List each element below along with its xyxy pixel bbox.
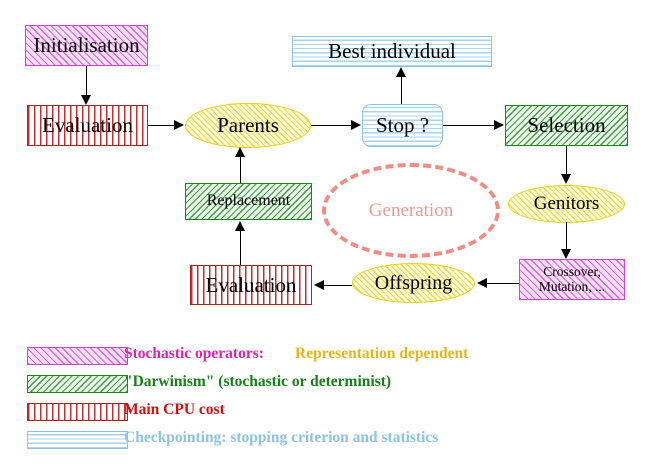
node-evaluation-top[interactable]: Evaluation xyxy=(27,105,148,146)
legend-label-darwinism: "Darwinism" (stochastic or determinist) xyxy=(124,373,392,390)
edge-genitors-to-crossover xyxy=(566,222,568,249)
edge-init-to-eval-arrowhead xyxy=(81,95,91,105)
node-stop-label: Stop ? xyxy=(375,113,430,138)
edge-stop-to-best-arrowhead xyxy=(396,67,406,77)
node-parents-label: Parents xyxy=(217,113,279,138)
node-genitors-label: Genitors xyxy=(533,193,600,215)
node-evaluation-top-label: Evaluation xyxy=(42,113,133,138)
node-crossover-line2: Mutation, ... xyxy=(538,278,606,294)
edge-eval-to-replacement-arrowhead xyxy=(235,221,245,231)
node-stop[interactable]: Stop ? xyxy=(362,104,443,147)
edge-parents-to-stop xyxy=(311,125,352,127)
edge-genitors-to-crossover-arrowhead xyxy=(561,249,571,259)
legend-swatch-darwinism xyxy=(27,375,128,393)
node-generation: Generation xyxy=(322,163,500,258)
node-initialisation-label: Initialisation xyxy=(33,33,140,58)
node-evaluation-bottom-label: Evaluation xyxy=(205,272,297,297)
edge-selection-to-genitors xyxy=(566,146,568,175)
edge-stop-to-best xyxy=(401,76,403,104)
node-generation-label: Generation xyxy=(368,199,454,221)
node-selection[interactable]: Selection xyxy=(505,105,628,146)
legend-label-cpu-cost: Main CPU cost xyxy=(124,401,225,418)
edge-stop-to-selection-arrowhead xyxy=(494,120,504,130)
node-crossover-mutation[interactable]: Crossover, Mutation, ... xyxy=(519,259,625,300)
edge-stop-to-selection xyxy=(443,125,494,127)
node-replacement[interactable]: Replacement xyxy=(185,183,312,220)
edge-crossover-to-offspring-arrowhead xyxy=(477,278,487,288)
edge-offspring-to-eval xyxy=(324,285,352,287)
edge-selection-to-genitors-arrowhead xyxy=(561,174,571,184)
node-genitors[interactable]: Genitors xyxy=(508,185,625,223)
legend-label-checkpointing: Checkpointing: stopping criterion and st… xyxy=(124,429,439,446)
edge-eval-to-parents-arrowhead xyxy=(174,120,184,130)
legend-label-stochastic: Stochastic operators: xyxy=(124,345,264,362)
edge-parents-to-stop-arrowhead xyxy=(351,120,361,130)
node-parents[interactable]: Parents xyxy=(185,103,311,148)
edge-crossover-to-offspring xyxy=(487,283,519,285)
node-best-individual[interactable]: Best individual xyxy=(292,36,492,67)
edge-init-to-eval xyxy=(86,66,88,95)
edge-eval-to-replacement xyxy=(240,230,242,265)
node-initialisation[interactable]: Initialisation xyxy=(25,25,148,66)
node-evaluation-bottom[interactable]: Evaluation xyxy=(190,265,312,305)
edge-eval-to-parents xyxy=(148,125,175,127)
node-offspring-label: Offspring xyxy=(374,271,453,294)
edge-replacement-to-parents-arrowhead xyxy=(235,147,245,157)
legend-swatch-checkpointing xyxy=(27,431,128,449)
node-selection-label: Selection xyxy=(527,113,606,138)
legend-swatch-stochastic xyxy=(27,347,128,365)
legend-swatch-cpu-cost xyxy=(27,403,128,421)
edge-offspring-to-eval-arrowhead xyxy=(314,280,324,290)
node-offspring[interactable]: Offspring xyxy=(352,263,475,303)
node-crossover-line1: Crossover, xyxy=(543,264,601,280)
edge-replacement-to-parents xyxy=(240,157,242,183)
legend-label-representation: Representation dependent xyxy=(295,345,469,362)
node-replacement-label: Replacement xyxy=(206,192,291,210)
node-best-individual-label: Best individual xyxy=(328,39,456,64)
